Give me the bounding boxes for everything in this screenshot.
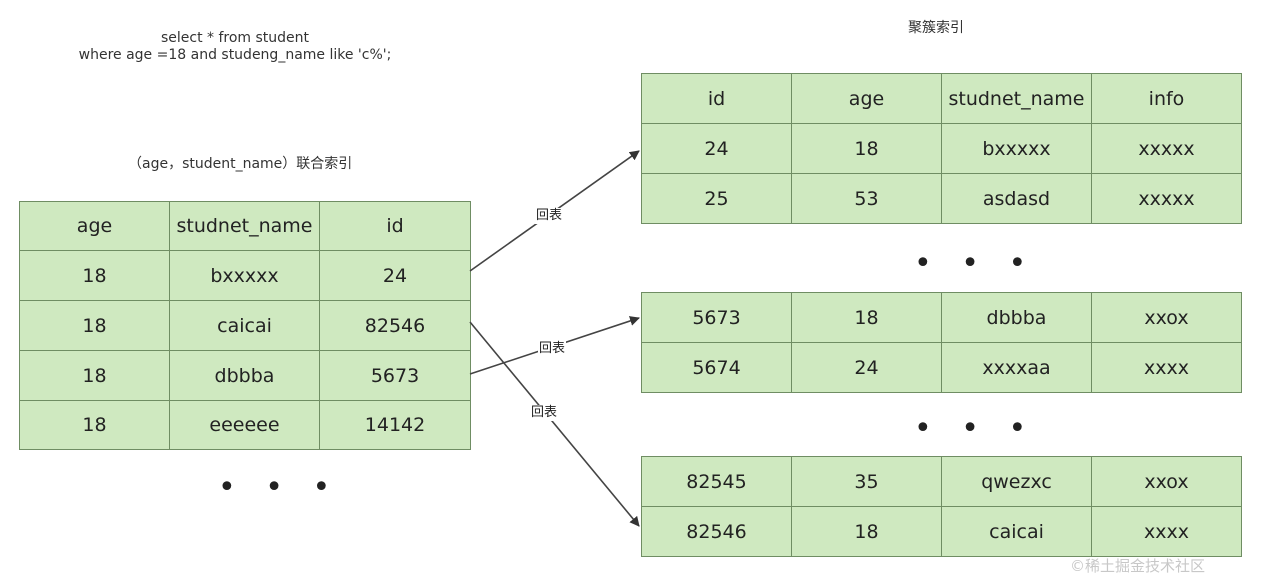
table-row: 82546 18 caicai xxxx bbox=[641, 506, 1242, 557]
table-row: 18 caicai 82546 bbox=[19, 300, 471, 351]
table-cell: dbbba bbox=[169, 350, 320, 401]
header-cell-id: id bbox=[319, 201, 471, 251]
sql-query-line-1: select * from student bbox=[160, 30, 310, 46]
table-cell: 24 bbox=[641, 123, 792, 174]
table-cell: 82545 bbox=[641, 456, 792, 507]
table-cell: 18 bbox=[19, 400, 170, 450]
table-cell: 5674 bbox=[641, 342, 792, 393]
sql-query-line-2: where age =18 and studeng_name like 'c%'… bbox=[78, 47, 392, 63]
table-cell: 24 bbox=[791, 342, 942, 393]
table-cell: caicai bbox=[169, 300, 320, 351]
composite-index-header-row: age studnet_name id bbox=[19, 201, 471, 251]
header-cell-age: age bbox=[19, 201, 170, 251]
table-cell: xxxxx bbox=[1091, 123, 1242, 174]
arrow-label-1: 回表 bbox=[535, 208, 564, 224]
watermark: ©稀土掘金技术社区 bbox=[1070, 557, 1206, 575]
clustered-index-page-2: 5673 18 dbbba xxox 5674 24 xxxxaa xxxx bbox=[641, 292, 1242, 393]
table-cell: 5673 bbox=[641, 292, 792, 343]
table-cell: 82546 bbox=[641, 506, 792, 557]
composite-index-caption: （age，student_name）联合索引 bbox=[128, 156, 353, 172]
table-cell: caicai bbox=[941, 506, 1092, 557]
header-cell-studnet-name: studnet_name bbox=[941, 73, 1092, 124]
table-cell: 18 bbox=[791, 292, 942, 343]
clustered-index-page-1: id age studnet_name info 24 18 bxxxxx xx… bbox=[641, 73, 1242, 224]
table-cell: bxxxxx bbox=[941, 123, 1092, 174]
clustered-index-caption: 聚簇索引 bbox=[908, 20, 964, 36]
header-cell-age: age bbox=[791, 73, 942, 124]
table-row: 18 dbbba 5673 bbox=[19, 350, 471, 401]
table-cell: 18 bbox=[19, 250, 170, 301]
table-cell: 24 bbox=[319, 250, 471, 301]
table-cell: 18 bbox=[19, 350, 170, 401]
table-cell: 53 bbox=[791, 173, 942, 224]
sql-query: select * from student where age =18 and … bbox=[40, 30, 430, 64]
table-cell: xxxxx bbox=[1091, 173, 1242, 224]
clustered-index-ellipsis-1: • • • bbox=[914, 246, 1037, 281]
table-cell: 82546 bbox=[319, 300, 471, 351]
table-row: 18 eeeeee 14142 bbox=[19, 400, 471, 450]
table-cell: 35 bbox=[791, 456, 942, 507]
table-row: 5674 24 xxxxaa xxxx bbox=[641, 342, 1242, 393]
table-cell: asdasd bbox=[941, 173, 1092, 224]
table-row: 24 18 bxxxxx xxxxx bbox=[641, 123, 1242, 174]
clustered-index-ellipsis-2: • • • bbox=[914, 411, 1037, 446]
table-row: 5673 18 dbbba xxox bbox=[641, 292, 1242, 343]
table-cell: 18 bbox=[19, 300, 170, 351]
header-cell-studnet-name: studnet_name bbox=[169, 201, 320, 251]
table-cell: xxxxaa bbox=[941, 342, 1092, 393]
table-cell: 18 bbox=[791, 506, 942, 557]
table-cell: xxox bbox=[1091, 456, 1242, 507]
table-cell: xxox bbox=[1091, 292, 1242, 343]
table-cell: 18 bbox=[791, 123, 942, 174]
arrow-row-82546-to-page-3 bbox=[469, 321, 640, 527]
table-row: 18 bxxxxx 24 bbox=[19, 250, 471, 301]
composite-index-ellipsis: • • • bbox=[218, 470, 341, 505]
table-cell: xxxx bbox=[1091, 506, 1242, 557]
table-cell: 5673 bbox=[319, 350, 471, 401]
table-cell: eeeeee bbox=[169, 400, 320, 450]
composite-index-table: age studnet_name id 18 bxxxxx 24 18 caic… bbox=[19, 201, 471, 450]
table-cell: 14142 bbox=[319, 400, 471, 450]
table-cell: 25 bbox=[641, 173, 792, 224]
table-row: 25 53 asdasd xxxxx bbox=[641, 173, 1242, 224]
clustered-index-page-3: 82545 35 qwezxc xxox 82546 18 caicai xxx… bbox=[641, 456, 1242, 557]
table-cell: xxxx bbox=[1091, 342, 1242, 393]
arrow-label-3: 回表 bbox=[530, 405, 559, 421]
arrow-label-2: 回表 bbox=[538, 341, 567, 357]
